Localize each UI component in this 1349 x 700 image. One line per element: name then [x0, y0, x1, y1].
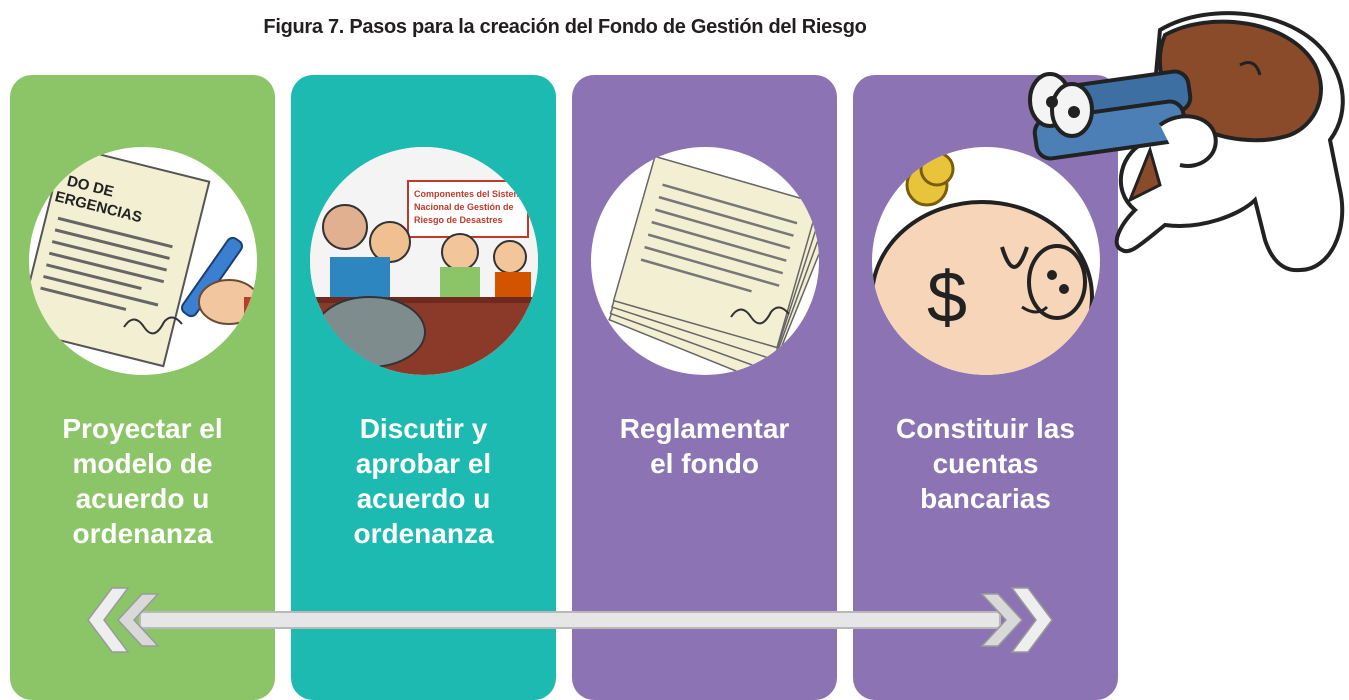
- step-label-1: Proyectar el modelo de acuerdo u ordenan…: [18, 411, 267, 551]
- step-card-3: Reglamentar el fondo: [572, 75, 837, 700]
- label-line: aprobar el: [355, 448, 492, 479]
- document-stack-icon: [591, 147, 819, 375]
- double-chevron-arrow-icon: [87, 587, 1053, 653]
- label-line: cuentas: [932, 448, 1039, 479]
- label-line: Proyectar el: [62, 413, 223, 444]
- step-label-3: Reglamentar el fondo: [580, 411, 829, 481]
- binoculars-mascot-icon: [1028, 11, 1345, 273]
- label-line: ordenanza: [353, 518, 494, 549]
- banner-line-2: Nacional de Gestión de: [414, 202, 514, 212]
- label-line: acuerdo u: [356, 483, 491, 514]
- banner-line-1: Componentes del Sistema: [414, 189, 528, 199]
- figure-title: Figura 7. Pasos para la creación del Fon…: [263, 16, 867, 38]
- label-line: el fondo: [650, 448, 759, 479]
- label-line: Constituir las: [896, 413, 1075, 444]
- label-line: ordenanza: [72, 518, 213, 549]
- label-line: Reglamentar: [619, 413, 790, 444]
- piggy-bank-icon: $: [872, 147, 1100, 375]
- council-meeting-icon: Componentes del Sistema Nacional de Gest…: [310, 147, 538, 375]
- label-line: acuerdo u: [75, 483, 210, 514]
- dollar-sign-icon: $: [927, 258, 967, 338]
- document-signing-icon: DO DE ERGENCIAS: [29, 147, 257, 375]
- step-label-4: Constituir las cuentas bancarias: [861, 411, 1110, 516]
- step-card-1: DO DE ERGENCIAS Proyectar el modelo de a…: [10, 75, 275, 700]
- label-line: bancarias: [920, 483, 1051, 514]
- label-line: modelo de: [72, 448, 213, 479]
- label-line: Discutir y: [359, 413, 488, 444]
- step-label-2: Discutir y aprobar el acuerdo u ordenanz…: [299, 411, 548, 551]
- banner-line-3: Riesgo de Desastres: [414, 215, 503, 225]
- step-card-2: Componentes del Sistema Nacional de Gest…: [291, 75, 556, 700]
